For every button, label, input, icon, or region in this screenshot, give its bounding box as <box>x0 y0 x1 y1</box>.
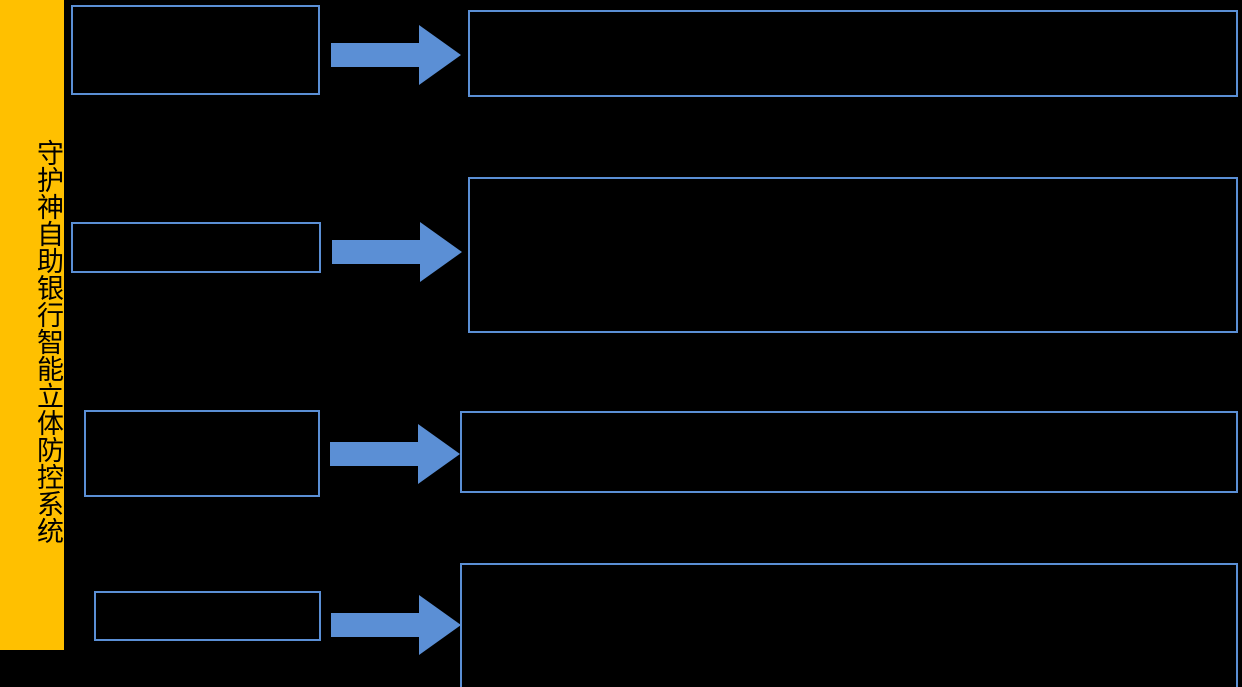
row-4-right-box[interactable] <box>460 563 1238 687</box>
right-arrow-icon <box>331 595 461 655</box>
row-1-left-box[interactable] <box>71 5 320 95</box>
row-4-left-box[interactable] <box>94 591 321 641</box>
right-arrow-icon <box>332 222 462 282</box>
right-arrow-icon <box>331 25 461 85</box>
right-arrow-icon <box>330 424 460 484</box>
row-2-left-box[interactable] <box>71 222 321 273</box>
row-3-right-box[interactable] <box>460 411 1238 493</box>
row-1-right-box[interactable] <box>468 10 1238 97</box>
row-3-left-box[interactable] <box>84 410 320 497</box>
vertical-title-bar: 守护神自助银行智能立体防控系统 <box>0 0 64 650</box>
row-2-right-box[interactable] <box>468 177 1238 333</box>
vertical-title-text: 守护神自助银行智能立体防控系统 <box>32 138 63 544</box>
